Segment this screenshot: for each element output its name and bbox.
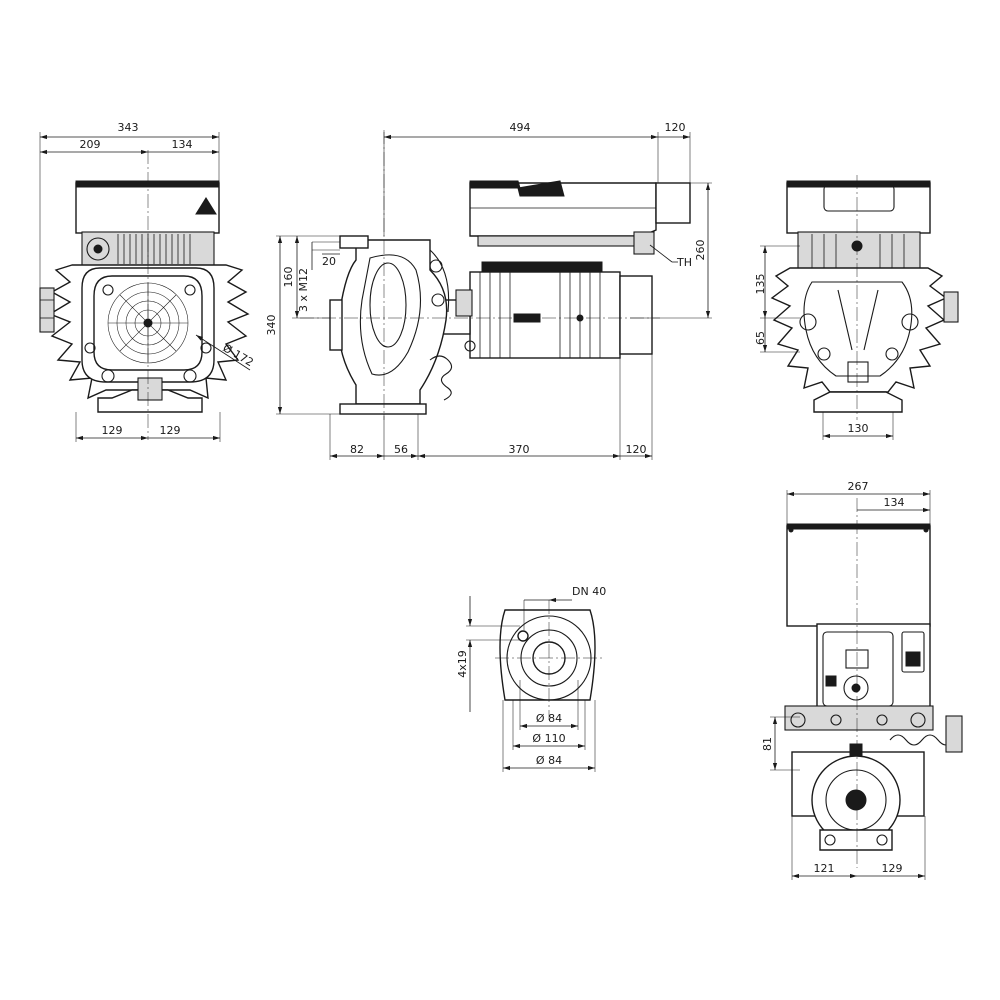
- side-top-right: 120: [665, 121, 686, 134]
- top-control-knob: [843, 675, 869, 701]
- top-base-left: 121: [814, 862, 835, 875]
- side-bottom-b: 56: [394, 443, 408, 456]
- top-control-panel: [816, 623, 931, 713]
- side-sensor-connector: [633, 231, 655, 255]
- flange-d-bolt: Ø 110: [532, 732, 565, 745]
- rear-view: [770, 175, 959, 420]
- front-cable-gland: [39, 287, 55, 333]
- top-cable-gland: [945, 715, 963, 753]
- side-height-total: 340: [265, 315, 278, 336]
- rear-base-width: 130: [848, 422, 869, 435]
- top-cable-coil: [889, 734, 955, 746]
- side-thread: 3 x M12: [297, 268, 310, 312]
- side-bottom-c: 370: [509, 443, 530, 456]
- flange-dimensions: DN 40 4x19 Ø 84 Ø 110 Ø 84: [456, 585, 606, 772]
- side-bottom-d: 120: [626, 443, 647, 456]
- side-module-extension: [655, 182, 691, 224]
- flange-bolt-hole: [517, 630, 529, 642]
- front-base-left: 129: [102, 424, 123, 437]
- side-fan-cover: [619, 275, 653, 355]
- warning-icon: [195, 197, 217, 215]
- side-motor-body: [469, 271, 621, 359]
- flange-nominal: DN 40: [572, 585, 606, 598]
- rear-module-box: [786, 182, 931, 234]
- front-diameter: Ø 172: [221, 341, 256, 369]
- side-bottom-a: 82: [350, 443, 364, 456]
- rear-foot: [813, 391, 903, 413]
- top-module-cover: [786, 525, 931, 627]
- top-view: [784, 498, 963, 868]
- rear-cable-gland: [943, 291, 959, 323]
- top-base-right: 129: [882, 862, 903, 875]
- front-total-width: 343: [118, 121, 139, 134]
- flange-d-inner: Ø 84: [536, 712, 562, 725]
- front-right-width: 134: [172, 138, 193, 151]
- side-top-length: 494: [510, 121, 531, 134]
- flange-detail: [495, 600, 605, 720]
- top-dimensions: 267 134 81 121 129: [761, 480, 931, 880]
- front-foot: [97, 389, 203, 413]
- rear-lower-height: 65: [754, 331, 767, 345]
- side-view: [300, 130, 691, 420]
- side-cable-coil: [429, 355, 453, 401]
- top-connector-slot: [901, 631, 925, 673]
- front-base-right: 129: [160, 424, 181, 437]
- front-view: [39, 150, 250, 440]
- side-small-dim: 20: [322, 255, 336, 268]
- top-total-width: 267: [848, 480, 869, 493]
- flange-holes: 4x19: [456, 650, 469, 678]
- top-height: 81: [761, 737, 774, 751]
- side-height-upper: 160: [282, 267, 295, 288]
- side-top-flange: [339, 235, 369, 249]
- side-module-height: 260: [694, 240, 707, 261]
- front-left-width: 209: [80, 138, 101, 151]
- side-dimensions: 494 120 340 160 3 x M12 20 260 TH 82: [265, 121, 712, 460]
- front-terminal-box-lid: [75, 180, 220, 188]
- top-display: [845, 649, 869, 669]
- flange-d-outer: Ø 84: [536, 754, 562, 767]
- rear-heat-sink: [770, 267, 948, 393]
- rear-dimensions: 135 65 130: [754, 245, 894, 440]
- front-terminal-box: [75, 182, 220, 234]
- top-right-width: 134: [884, 496, 905, 509]
- rear-upper-height: 135: [754, 274, 767, 295]
- side-th-label: TH: [676, 256, 692, 269]
- side-bottom-flange: [339, 403, 427, 415]
